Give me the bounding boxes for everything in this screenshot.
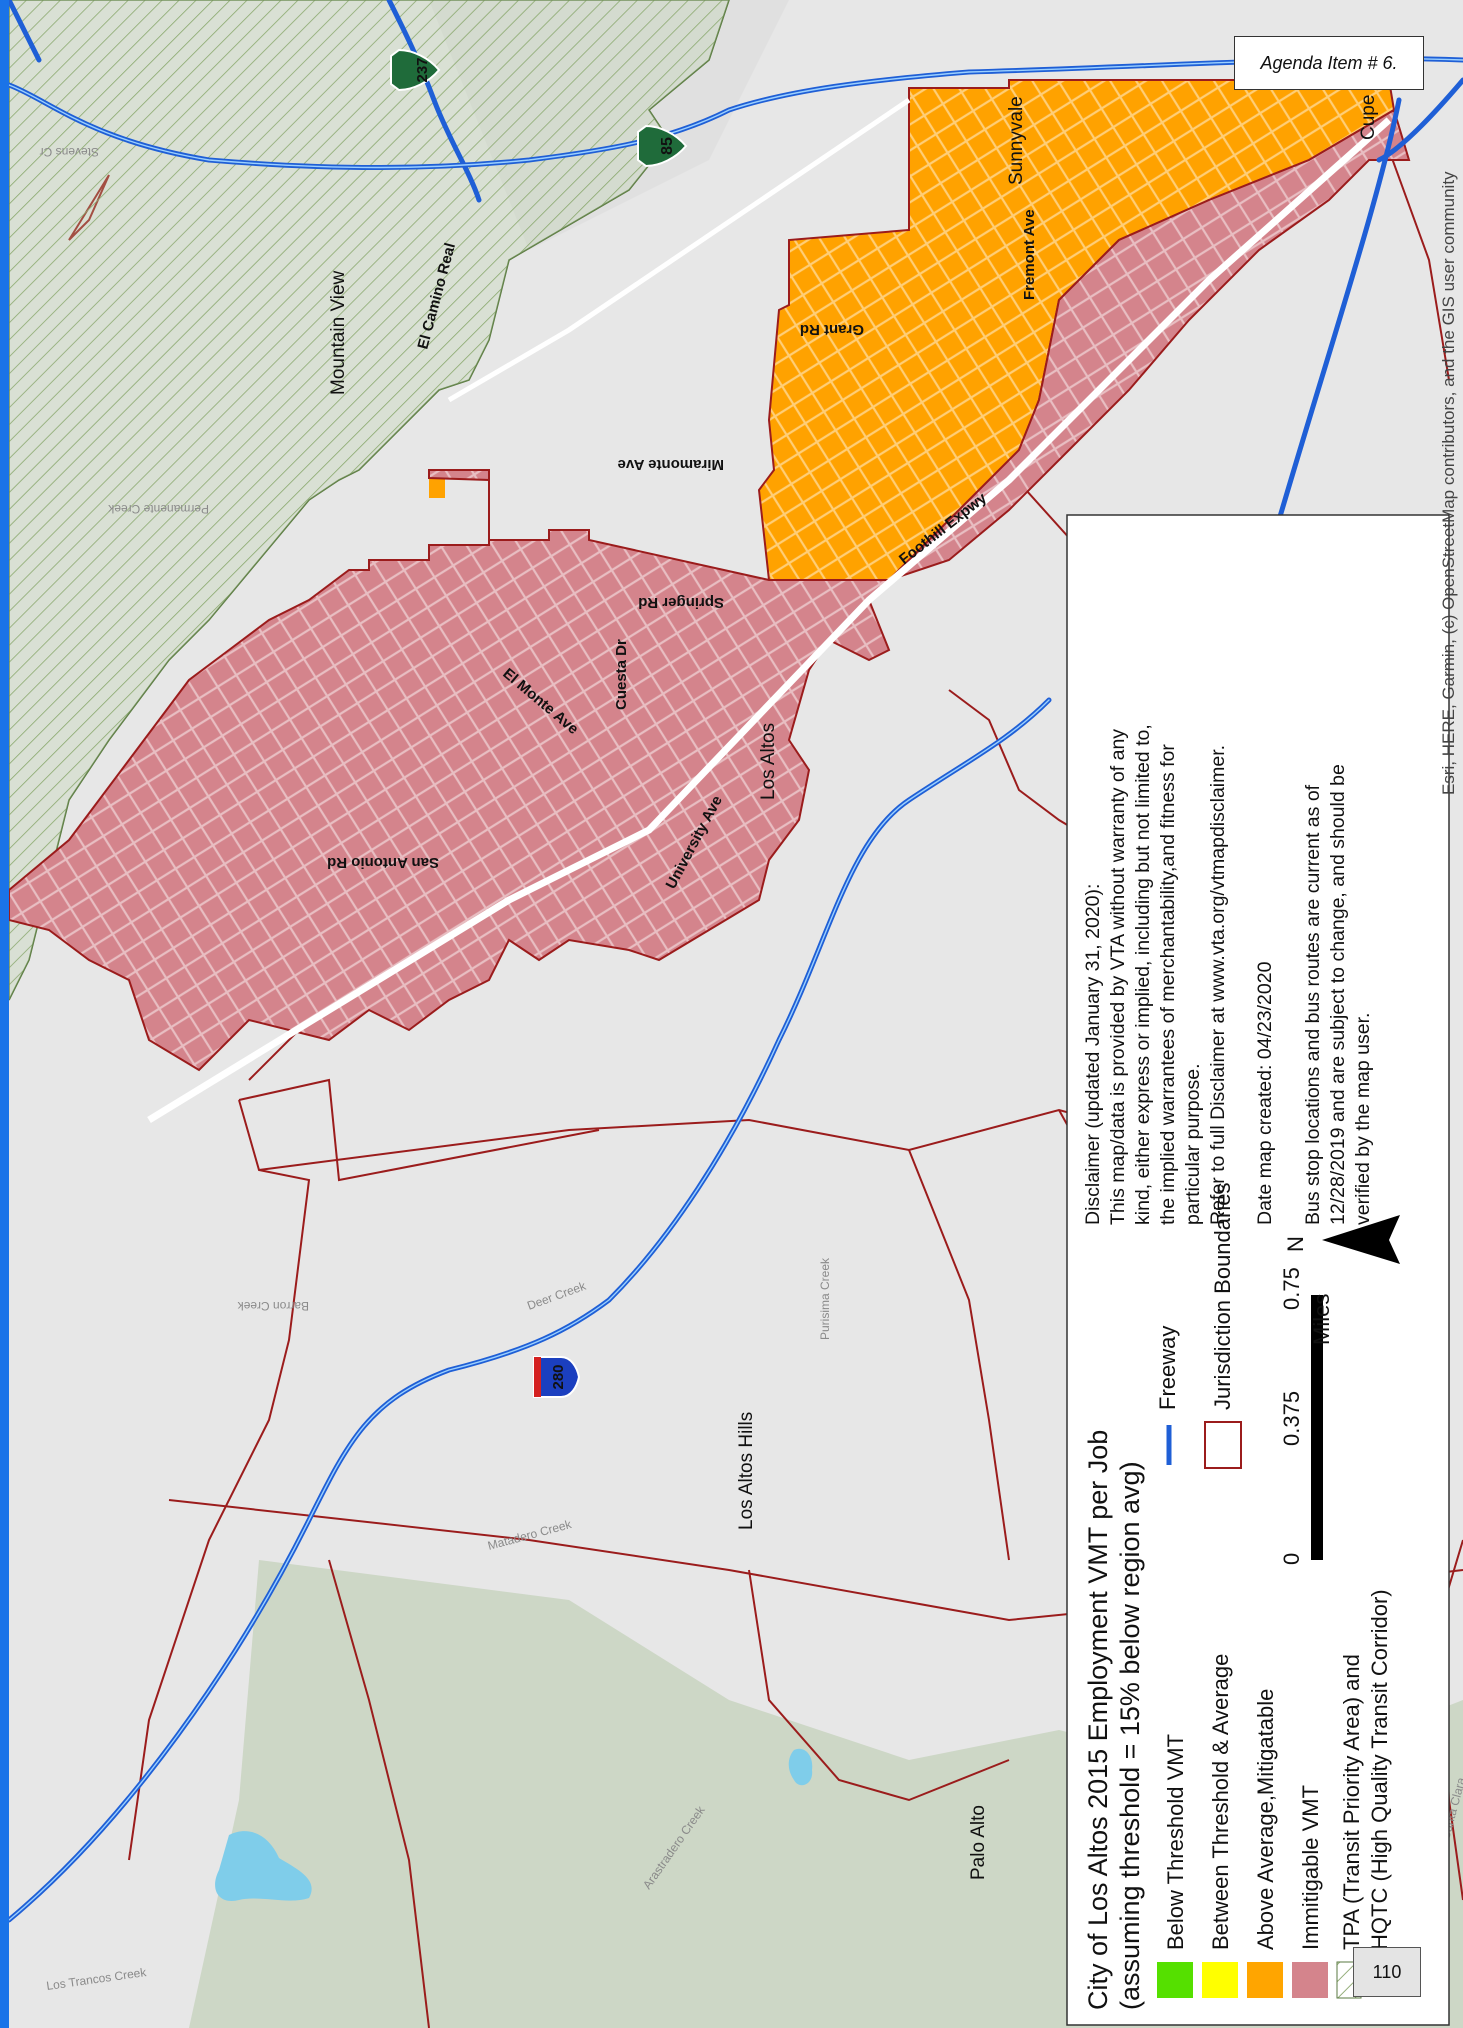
bus-note-line-1: Bus stop locations and bus routes are cu… — [1302, 784, 1324, 1225]
scale-bar: 0 0.375 0.75 Miles — [1279, 1267, 1334, 1565]
label-cuesta-dr: Cuesta Dr — [613, 639, 630, 710]
scale-tick-0: 0 — [1279, 1553, 1304, 1565]
legend-jurisdiction-swatch — [1204, 1421, 1242, 1469]
label-stevens-cr: Stevens Cr — [40, 145, 99, 159]
disclaimer-line-4: the implied warrantees of merchantabilit… — [1157, 744, 1179, 1225]
legend-jurisdiction: Jurisdiction Boundaries — [1210, 1183, 1235, 1410]
date-created: Date map created: 04/23/2020 — [1254, 961, 1276, 1225]
label-grant-rd: Grant Rd — [800, 321, 864, 338]
scale-tick-0375: 0.375 — [1279, 1391, 1304, 1446]
label-barron-creek: Barron Creek — [237, 1299, 309, 1313]
foothill-expressway — [147, 117, 1392, 1123]
el-camino-real-road — [447, 97, 911, 403]
legend-item-tpa-line1: TPA (Transit Priority Area) and — [1339, 1654, 1364, 1950]
legend-item-immitigable: Immitigable VMT — [1298, 1785, 1323, 1950]
disclaimer-line-3: kind, either express or implied, includi… — [1132, 724, 1154, 1225]
disclaimer-line-1: Disclaimer (updated January 31, 2020): — [1082, 884, 1104, 1225]
bus-note-line-2: 12/28/2019 and are subject to change, an… — [1327, 764, 1349, 1225]
tpa-hqtc-area — [9, 0, 730, 1001]
shield-85-number: 85 — [659, 137, 676, 155]
label-springer-rd: Springer Rd — [638, 594, 724, 611]
label-los-altos: Los Altos — [758, 723, 779, 800]
legend-item-tpa-line2: HQTC (High Quality Transit Corridor) — [1367, 1589, 1392, 1950]
north-label: N — [1283, 1236, 1308, 1252]
label-fremont-ave: Fremont Ave — [1021, 209, 1038, 300]
scale-tick-075: 0.75 — [1279, 1267, 1304, 1310]
north-arrow-icon: N — [1283, 1215, 1400, 1264]
agenda-item-box: Agenda Item # 6. — [1234, 36, 1424, 90]
viewer-edge-bar — [0, 0, 9, 2028]
legend-item-above-average: Above Average,Mitigatable — [1253, 1689, 1278, 1950]
scale-unit: Miles — [1309, 1294, 1334, 1345]
shield-280-icon: 280 — [533, 1356, 581, 1398]
label-miramonte-ave: Miramonte Ave — [618, 456, 724, 473]
legend-title-line1: City of Los Altos 2015 Employment VMT pe… — [1083, 1430, 1113, 2010]
legend-title-line2: (assuming threshold = 15% below region a… — [1115, 1461, 1145, 2010]
legend-item-below-threshold: Below Threshold VMT — [1163, 1734, 1188, 1950]
label-palo-alto: Palo Alto — [968, 1805, 989, 1880]
label-mountain-view: Mountain View — [328, 270, 349, 395]
swatch-below-threshold — [1157, 1962, 1193, 1998]
swatch-immitigable — [1292, 1962, 1328, 1998]
vmt-map[interactable]: 237 85 280 Mountain View Sunnyvale Los A… — [9, 0, 1463, 2028]
legend-freeway: Freeway — [1155, 1326, 1180, 1410]
zone-immitigable-vmt — [9, 108, 1411, 1072]
label-san-antonio-rd: San Antonio Rd — [327, 854, 439, 871]
map-credits: Esri, HERE, Garmin, (c) OpenStreetMap co… — [1439, 171, 1458, 795]
bus-note-line-3: verified by the map user. — [1352, 1013, 1374, 1225]
label-permanente-creek: Permanente Creek — [107, 502, 209, 516]
reservoir — [215, 1831, 312, 1901]
label-purisima-creek: Purisima Creek — [818, 1257, 832, 1340]
legend-panel: City of Los Altos 2015 Employment VMT pe… — [1066, 514, 1450, 2026]
label-cupertino: Cupe — [1358, 95, 1379, 140]
swatch-above-average — [1247, 1962, 1283, 1998]
page-number: 110 — [1353, 1947, 1421, 1997]
swatch-between-threshold — [1202, 1962, 1238, 1998]
shield-85-icon: 85 — [637, 124, 688, 168]
pond — [788, 1748, 813, 1786]
label-los-altos-hills: Los Altos Hills — [736, 1412, 757, 1530]
label-sunnyvale: Sunnyvale — [1006, 96, 1027, 185]
disclaimer-line-6: Refer to full Disclaimer at www.vta.org/… — [1207, 745, 1229, 1225]
disclaimer-line-5: particular purpose. — [1182, 1063, 1204, 1225]
shield-237-number: 237 — [414, 57, 431, 82]
disclaimer-line-2: This map/data is provided by VTA without… — [1107, 729, 1129, 1225]
shield-280-number: 280 — [550, 1364, 567, 1389]
shield-237-icon: 237 — [390, 48, 441, 92]
legend-item-between-threshold: Between Threshold & Average — [1208, 1654, 1233, 1950]
